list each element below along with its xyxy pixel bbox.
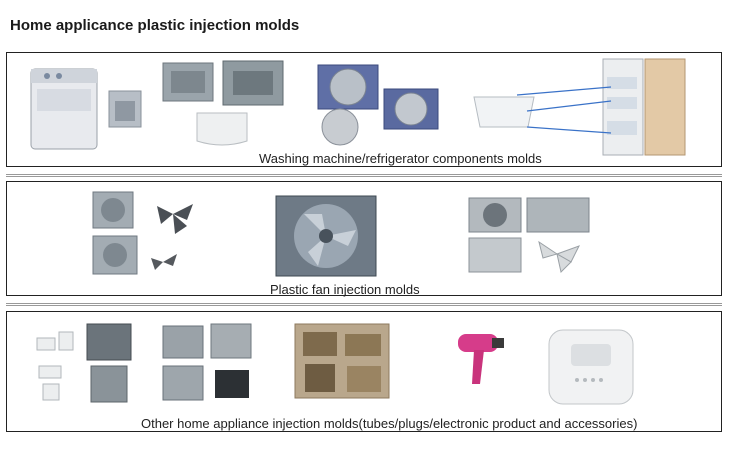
appliance-case-image	[543, 324, 639, 410]
plug-molds-image	[159, 320, 259, 406]
washing-machine-image	[27, 61, 147, 153]
fan-cover-image	[465, 194, 595, 276]
panel-washing-refrigerator: Washing machine/refrigerator components …	[6, 52, 722, 167]
panel-fan: Plastic fan injection molds	[6, 181, 722, 297]
divider	[6, 174, 722, 177]
divider	[6, 303, 722, 306]
arrow-icon	[516, 86, 612, 134]
panel-caption: Washing machine/refrigerator components …	[259, 151, 542, 166]
panel-other: Other home appliance injection molds(tub…	[6, 311, 722, 432]
page-title: Home applicance plastic injection molds	[10, 17, 300, 34]
brass-molds-image	[293, 322, 391, 400]
tube-fittings-image	[31, 318, 141, 408]
panel-caption: Other home appliance injection molds(tub…	[141, 416, 638, 431]
refrigerator-image	[599, 57, 691, 157]
panel-caption: Plastic fan injection molds	[270, 282, 420, 297]
round-mold-image	[312, 59, 452, 149]
hair-dryer-image	[452, 330, 508, 390]
fan-mold-image	[87, 188, 207, 280]
fan-blade-mold-image	[272, 192, 382, 280]
mold-parts-image	[157, 57, 292, 149]
